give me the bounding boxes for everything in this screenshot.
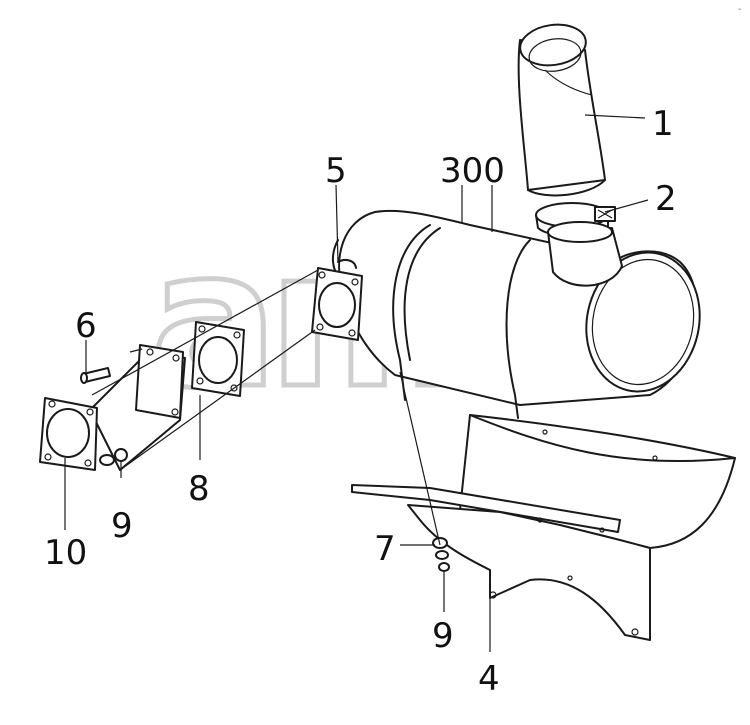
exhaust-pipe-part <box>517 23 606 197</box>
bolt-part <box>80 348 143 384</box>
bolt-nut-right-part <box>432 537 450 572</box>
leader-lines <box>64 114 649 652</box>
muffler-part <box>332 209 701 419</box>
callout-labels: 1 2 300 4 5 6 7 8 9 9 10 <box>44 104 677 699</box>
callout-9-right: 9 <box>432 616 454 656</box>
inlet-pipe-flange-part <box>39 344 186 471</box>
callout-6: 6 <box>75 306 97 346</box>
gasket-part <box>191 321 245 397</box>
callout-7: 7 <box>374 529 396 569</box>
callout-10: 10 <box>44 533 87 573</box>
callout-9-left: 9 <box>111 506 133 546</box>
muffler-flange-part <box>311 259 363 341</box>
assembly-alignment-lines <box>91 269 441 546</box>
callout-8: 8 <box>188 469 210 509</box>
mounting-bracket-part <box>351 414 736 641</box>
callout-5: 5 <box>325 151 347 191</box>
callout-4: 4 <box>478 659 500 699</box>
callout-1: 1 <box>652 104 674 144</box>
callout-300: 300 <box>440 151 505 191</box>
corner-mark: - <box>738 4 742 15</box>
callout-2: 2 <box>655 179 677 219</box>
